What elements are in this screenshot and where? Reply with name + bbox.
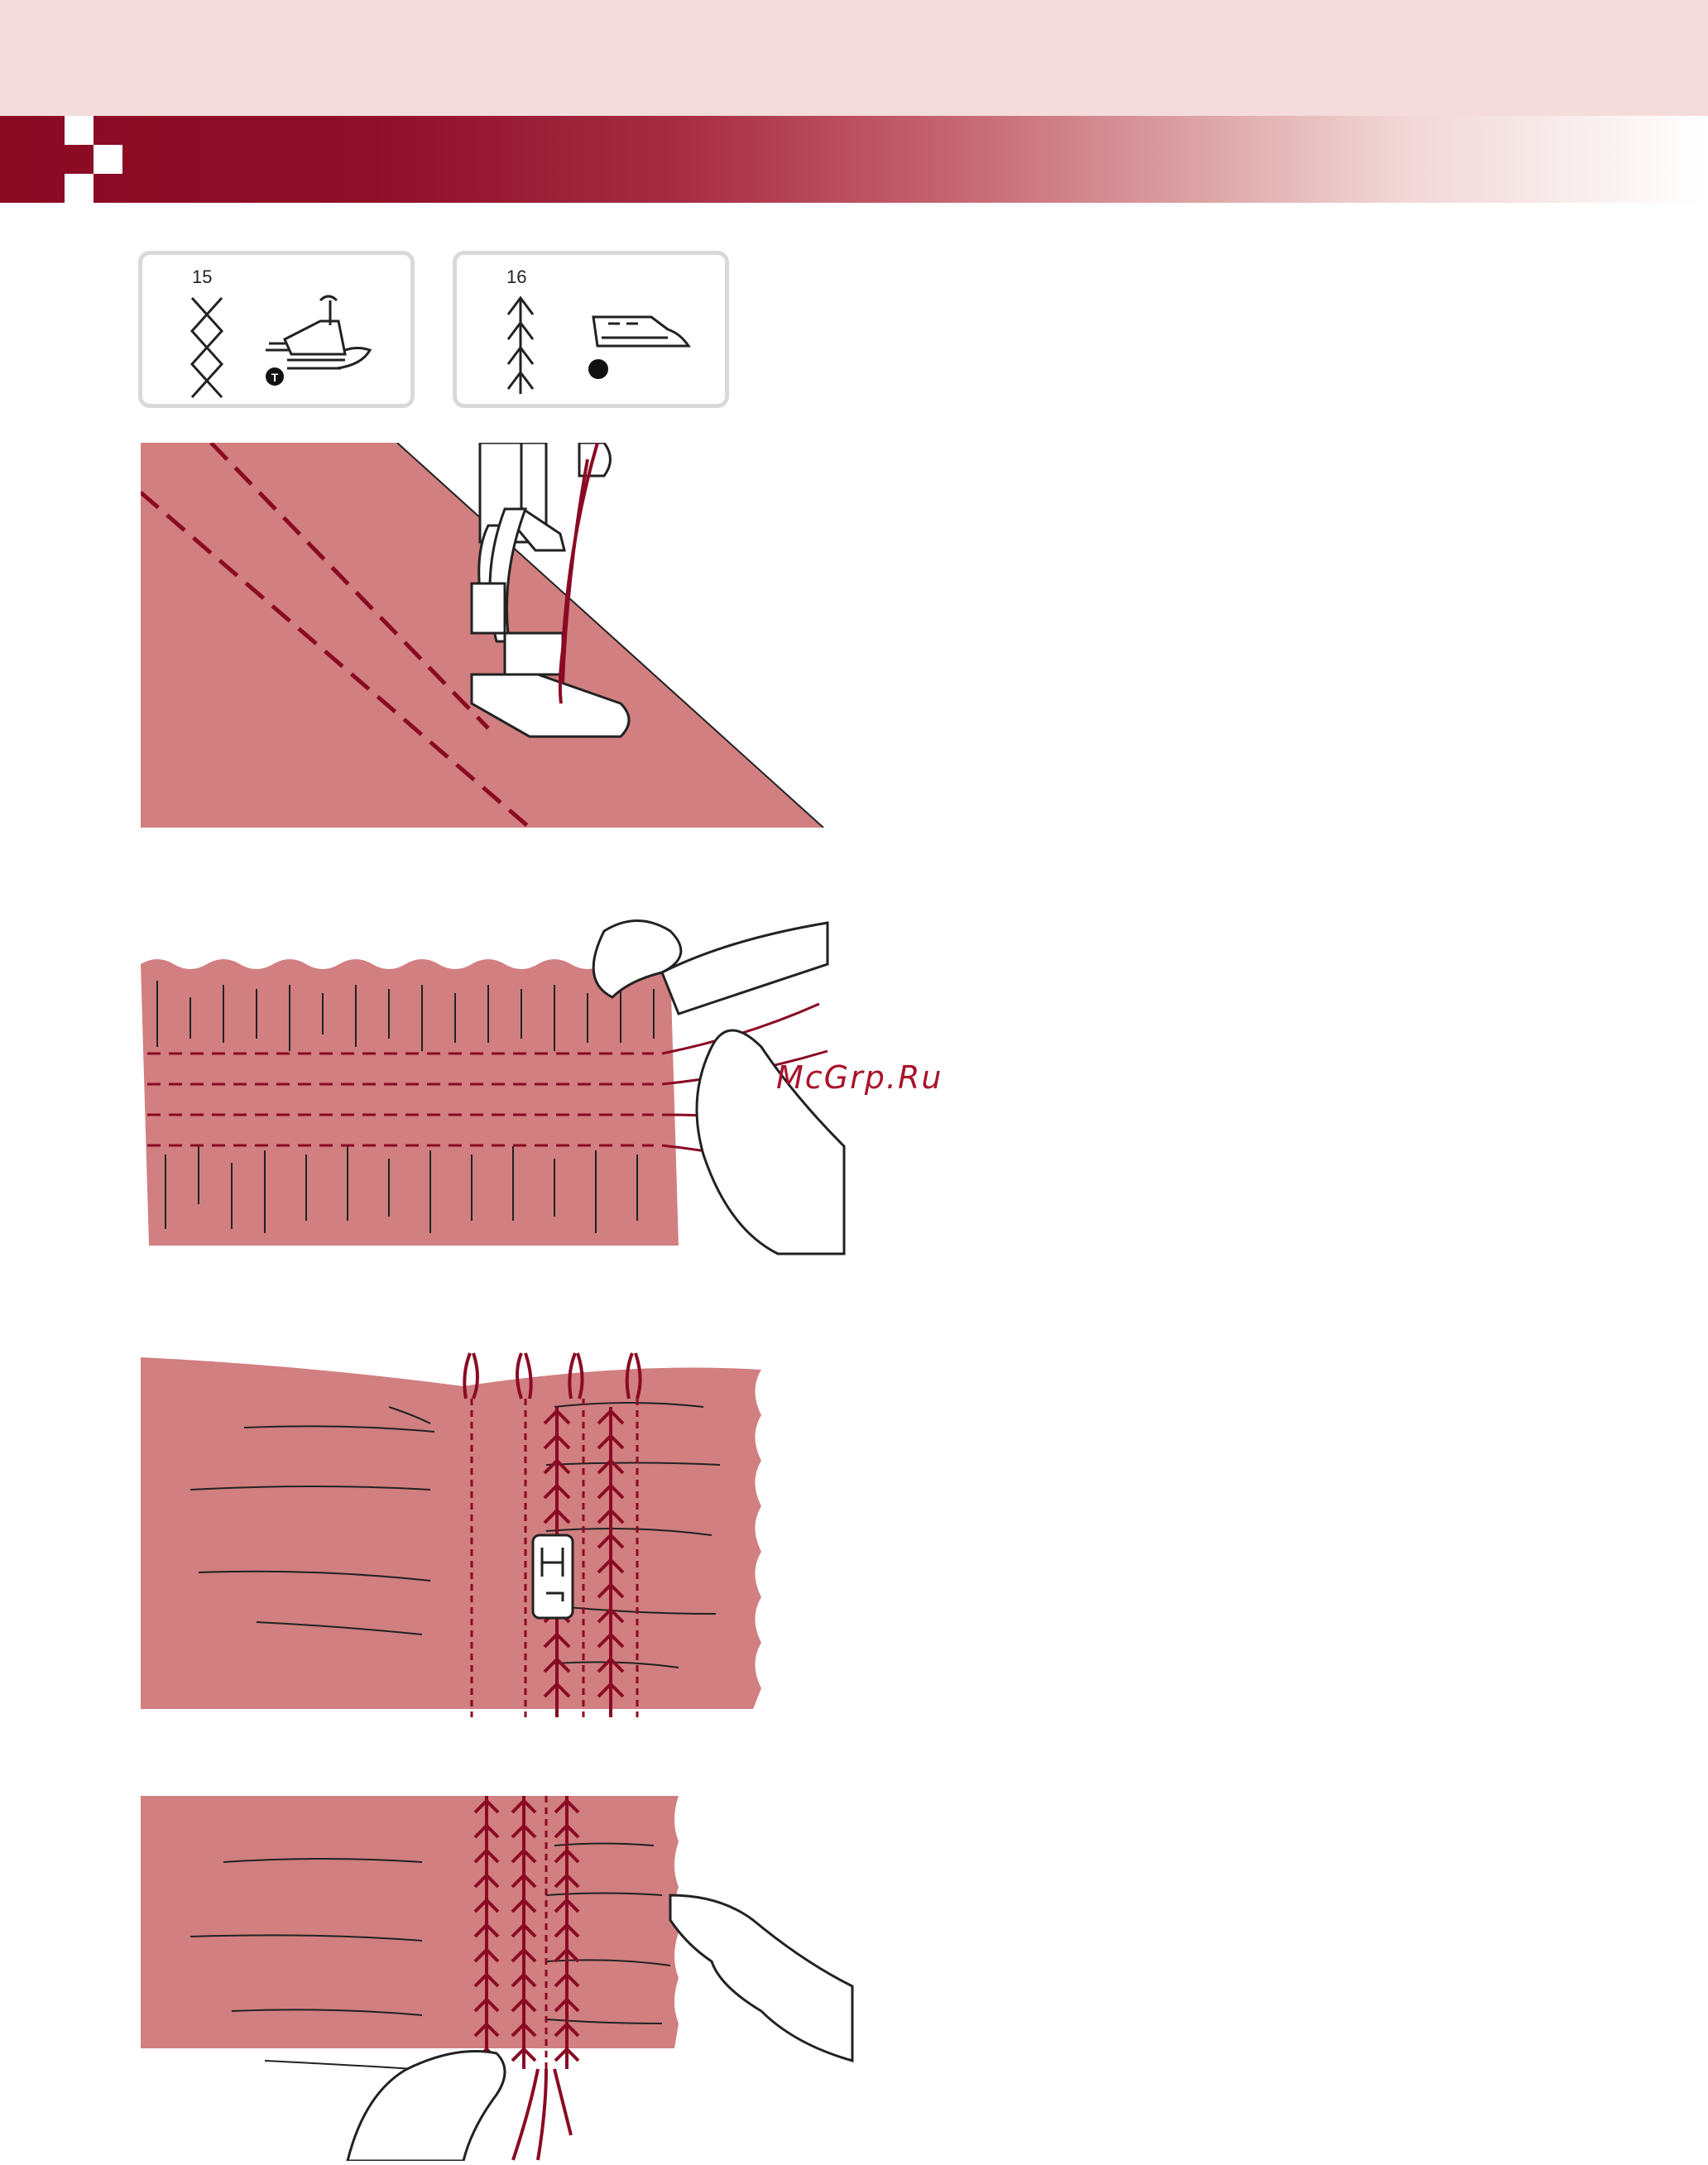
header-top-band — [0, 0, 1708, 116]
feather-stitch-icon — [457, 255, 725, 404]
stitch-box-16: 16 — [453, 251, 729, 408]
pull-threads-icon — [141, 1796, 861, 2161]
pull-threads-illustration — [141, 1796, 861, 2165]
gathering-threads-illustration — [141, 906, 861, 1275]
watermark: McGrp.Ru — [776, 1059, 943, 1096]
header-red-band — [0, 116, 1708, 203]
smocking-stitches-icon — [141, 1341, 770, 1721]
presser-foot-marker: T — [271, 371, 279, 384]
gathering-threads-icon — [141, 906, 861, 1270]
stitch-box-15: 15 T — [138, 251, 415, 408]
presser-foot-sewing-illustration — [141, 443, 828, 832]
smocking-stitches-illustration — [141, 1341, 770, 1726]
diamond-stitch-icon: T — [142, 255, 410, 404]
presser-foot-sewing-icon — [141, 443, 828, 828]
